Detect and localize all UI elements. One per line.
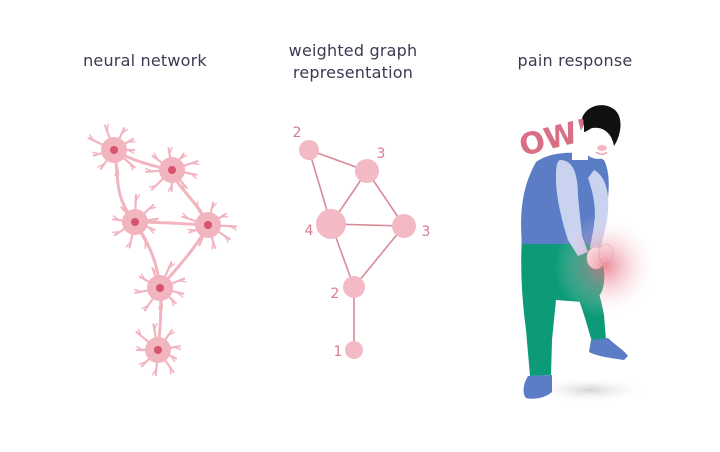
dendrite-branch (153, 152, 159, 161)
neuron-cell (87, 123, 136, 177)
dendrite-branch (112, 215, 120, 221)
neural-network-title: neural network (83, 51, 207, 70)
dendrite-branch (169, 355, 176, 363)
weighted-graph: 2 3 4 3 2 1 (293, 125, 431, 360)
weighted-graph-title: weighted graph representation (288, 41, 418, 82)
dendrite-branch (189, 172, 197, 179)
dendrite-branch (127, 149, 135, 155)
dendrite-branch (137, 328, 142, 337)
graph-node (316, 209, 346, 239)
graph-node-labels: 2 3 4 3 2 1 (293, 125, 431, 360)
dendrite-branch (224, 235, 229, 243)
dendrite-branch (153, 322, 158, 332)
dendrite-branch (106, 123, 109, 132)
dendrite-branch (144, 167, 153, 173)
ground-shadow (532, 377, 648, 403)
dendrite-branch (136, 345, 144, 351)
front-shoe-icon (523, 375, 552, 399)
graph-node (392, 214, 416, 238)
node-weight-label: 3 (377, 146, 386, 162)
neuron-nucleus (110, 146, 118, 154)
neuron-cell (133, 261, 187, 312)
graph-edge (353, 225, 405, 288)
node-weight-label: 3 (422, 224, 431, 240)
dendrite-branch (176, 291, 184, 298)
dendrite-branch (140, 273, 146, 281)
node-weight-label: 2 (331, 286, 340, 302)
cheek-blush (597, 145, 607, 151)
dendrite-branch (211, 202, 218, 210)
dendrite-branch (167, 184, 173, 192)
dendrite-branch (123, 204, 127, 213)
neuron-cell (144, 146, 200, 193)
node-weight-label: 4 (305, 223, 314, 239)
dendrite-branch (112, 231, 121, 234)
graph-node (355, 159, 379, 183)
neuron-nucleus (131, 218, 139, 226)
node-weight-label: 1 (334, 344, 343, 360)
neuron-nucleus (204, 221, 212, 229)
neuron-nucleus (156, 284, 164, 292)
neuron-cell (112, 193, 160, 250)
dendrite-branch (182, 212, 189, 220)
dendrite-branch (177, 280, 187, 283)
graph-edges (308, 149, 405, 350)
dendrite-branch (153, 266, 157, 275)
dendrite-branch (133, 288, 143, 293)
node-weight-label: 2 (293, 125, 302, 141)
graph-nodes (299, 140, 416, 359)
dendrite-branch (168, 262, 176, 269)
pain-response-title: pain response (517, 51, 633, 70)
dendrite-branch (129, 162, 134, 171)
dendrite-branch (187, 228, 196, 231)
dendrite-branch (114, 168, 118, 177)
pain-glow (554, 214, 658, 318)
neuron-nucleus (168, 166, 176, 174)
dendrite-branch (148, 226, 155, 234)
head (580, 105, 621, 159)
neuron-cell (181, 201, 238, 250)
dendrite-branch (195, 239, 203, 245)
dendrite-branch (151, 218, 160, 223)
dendrite-branch (168, 146, 173, 155)
dendrite-branch (229, 225, 237, 231)
pain-response-figure: OW! (516, 105, 658, 403)
dendrite-branch (89, 134, 95, 142)
dendrite-branch (120, 128, 128, 135)
neural-network (87, 123, 238, 377)
dendrite-branch (179, 154, 188, 160)
dendrite-branch (158, 301, 163, 310)
dendrite-branch (92, 151, 101, 155)
dendrite-branch (97, 163, 105, 168)
dendrite-branch (191, 162, 200, 166)
dendrite-branch (125, 240, 132, 248)
graph-node (299, 140, 319, 160)
dendrite-branch (181, 182, 185, 191)
dendrite-branch (138, 361, 147, 365)
dendrite-branch (211, 241, 214, 250)
graph-node (343, 276, 365, 298)
hair-tuft (582, 105, 604, 128)
back-shoe-icon (589, 338, 628, 360)
neuron-nucleus (154, 346, 162, 354)
dendrite-branch (141, 304, 149, 310)
dendrite-branch (169, 366, 172, 375)
dendrite-branch (148, 206, 157, 210)
dendrite-branch (148, 184, 157, 188)
dendrite-branch (170, 298, 175, 307)
grimace-mouth (595, 151, 608, 155)
neurons (87, 123, 238, 377)
dendrite-branch (167, 331, 176, 336)
graph-node (345, 341, 363, 359)
dendrite-branch (173, 346, 182, 351)
dendrite-branch (151, 368, 158, 376)
dendrite-branch (135, 194, 141, 202)
neuron-cell (135, 322, 182, 377)
